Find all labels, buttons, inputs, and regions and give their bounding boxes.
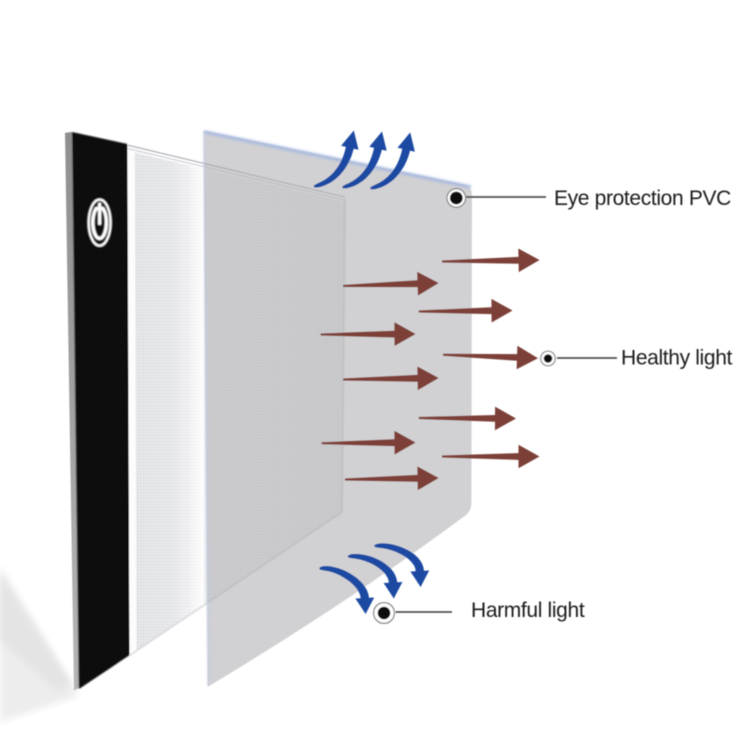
svg-text:Eye protection PVC: Eye protection PVC [554, 187, 731, 210]
svg-text:Harmful light: Harmful light [471, 599, 585, 622]
svg-text:Healthy light: Healthy light [621, 347, 733, 370]
